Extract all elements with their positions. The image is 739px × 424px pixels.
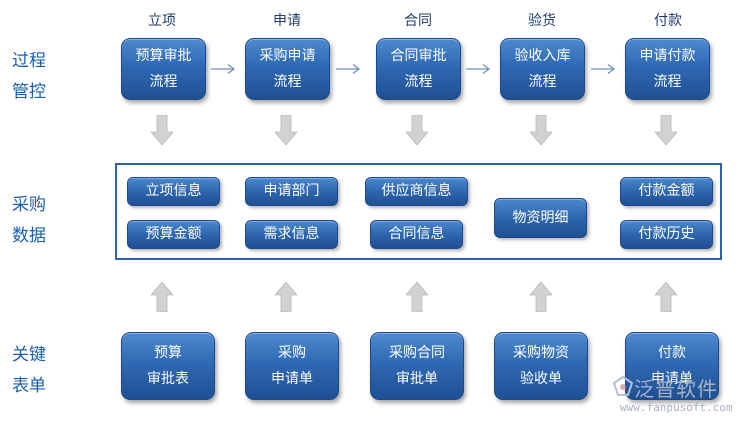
- process-box-line2: 流程: [653, 74, 682, 90]
- form-box-line2: 验收单: [520, 371, 562, 387]
- process-box-line2: 流程: [273, 74, 302, 90]
- row-label-data-line2: 数据: [12, 226, 46, 246]
- process-box-contract-approval[interactable]: 合同审批 流程: [376, 38, 461, 100]
- stage-label-shenqing: 申请: [273, 13, 301, 29]
- arrow-right-icon: [211, 64, 235, 74]
- process-box-line2: 流程: [528, 74, 557, 90]
- row-label-data-line1: 采购: [12, 195, 46, 215]
- process-box-line2: 流程: [149, 74, 178, 90]
- data-item-payment-history[interactable]: 付款历史: [620, 220, 713, 249]
- row-label-forms-line2: 表单: [12, 376, 46, 396]
- arrow-right-icon: [466, 64, 490, 74]
- form-box-payment-request[interactable]: 付款 申请单: [625, 332, 719, 400]
- data-item-project-info[interactable]: 立项信息: [127, 177, 220, 206]
- form-box-budget-approval[interactable]: 预算 审批表: [121, 332, 215, 400]
- row-label-process-line2: 管控: [12, 82, 46, 102]
- form-box-line2: 审批单: [396, 371, 438, 387]
- process-box-line1: 验收入库: [514, 48, 571, 64]
- stage-label-hetong: 合同: [404, 13, 432, 29]
- form-box-line1: 付款: [658, 345, 686, 361]
- process-box-line2: 流程: [404, 74, 433, 90]
- data-item-supplier-info[interactable]: 供应商信息: [365, 177, 468, 206]
- watermark-logo-icon: [612, 375, 634, 396]
- watermark-name: 泛普软件: [634, 377, 718, 401]
- form-box-line2: 申请单: [271, 371, 313, 387]
- stage-label-yanhuo: 验货: [528, 13, 556, 29]
- form-box-purchase-request[interactable]: 采购 申请单: [245, 332, 339, 400]
- data-item-material-details[interactable]: 物资明细: [494, 198, 587, 238]
- row-label-process: 过程 管控: [12, 46, 52, 108]
- arrow-up-icon: [151, 282, 173, 312]
- row-label-data: 采购 数据: [12, 190, 52, 252]
- process-box-line1: 采购申请: [259, 48, 316, 64]
- row-label-forms: 关键 表单: [12, 340, 52, 402]
- data-item-contract-info[interactable]: 合同信息: [370, 220, 463, 249]
- arrow-up-icon: [406, 282, 428, 312]
- form-box-line1: 采购合同: [389, 345, 445, 361]
- process-box-payment-request[interactable]: 申请付款 流程: [625, 38, 710, 100]
- process-box-line1: 申请付款: [639, 48, 696, 64]
- data-item-payment-amount[interactable]: 付款金额: [620, 177, 713, 206]
- row-label-process-line1: 过程: [12, 51, 46, 71]
- form-box-line1: 采购: [278, 345, 306, 361]
- stage-label-fukuan: 付款: [654, 13, 682, 29]
- process-box-line1: 预算审批: [135, 48, 192, 64]
- form-box-line2: 审批表: [147, 371, 189, 387]
- row-label-forms-line1: 关键: [12, 345, 46, 365]
- arrow-down-icon: [151, 115, 173, 145]
- process-box-line1: 合同审批: [390, 48, 447, 64]
- arrow-up-icon: [655, 282, 677, 312]
- data-item-request-dept[interactable]: 申请部门: [245, 177, 338, 206]
- stage-label-lixiang: 立项: [148, 13, 176, 29]
- arrow-right-icon: [591, 64, 615, 74]
- watermark-url: www.fanpusoft.com: [620, 401, 733, 414]
- arrow-up-icon: [275, 282, 297, 312]
- arrow-down-icon: [406, 115, 428, 145]
- watermark: 泛普软件 www.fanpusoft.com: [612, 373, 737, 423]
- process-box-purchase-request[interactable]: 采购申请 流程: [245, 38, 330, 100]
- arrow-up-icon: [530, 282, 552, 312]
- arrow-right-icon: [336, 64, 360, 74]
- process-box-receiving[interactable]: 验收入库 流程: [500, 38, 585, 100]
- data-item-demand-info[interactable]: 需求信息: [245, 220, 338, 249]
- form-box-line2: 申请单: [651, 371, 693, 387]
- form-box-line1: 采购物资: [513, 345, 569, 361]
- form-box-line1: 预算: [154, 345, 182, 361]
- data-item-budget-amount[interactable]: 预算金额: [127, 220, 220, 249]
- arrow-down-icon: [530, 115, 552, 145]
- arrow-down-icon: [275, 115, 297, 145]
- form-box-material-receipt[interactable]: 采购物资 验收单: [494, 332, 588, 400]
- process-box-budget-approval[interactable]: 预算审批 流程: [121, 38, 206, 100]
- arrow-down-icon: [655, 115, 677, 145]
- form-box-contract-approval[interactable]: 采购合同 审批单: [370, 332, 464, 400]
